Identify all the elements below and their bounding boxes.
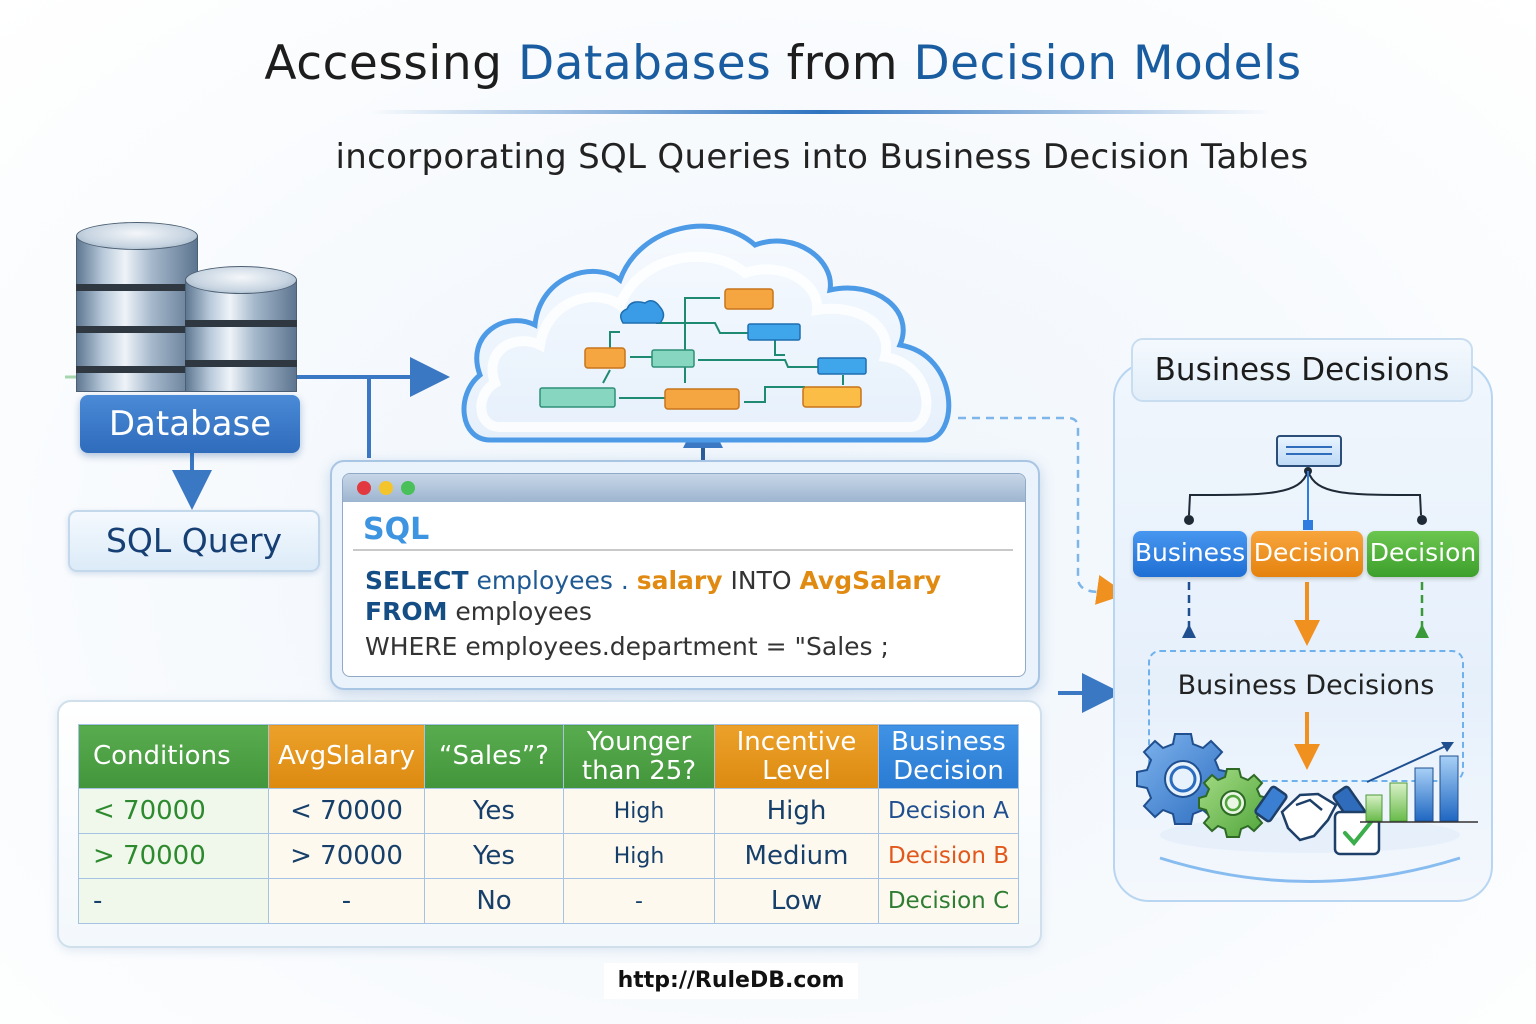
table-cell[interactable]: No xyxy=(424,878,564,924)
cloud-decision-model-icon xyxy=(461,223,952,443)
table-cell[interactable]: High xyxy=(563,788,715,834)
cloud-node-icon xyxy=(620,300,665,324)
table-cell[interactable]: Low xyxy=(714,878,879,924)
business-decisions-dashed-box xyxy=(1148,650,1464,782)
column-header[interactable]: Business Decision xyxy=(878,724,1019,789)
decision-button-orange[interactable]: Decision xyxy=(1251,531,1363,577)
sql-line: FROM employees xyxy=(365,597,592,626)
page-title: Accessing Databases from Decision Models xyxy=(264,36,1302,91)
diagram-node xyxy=(724,288,774,310)
diagram-node xyxy=(664,388,740,410)
diagram-node xyxy=(802,386,862,408)
business-decisions-label: Business Decisions xyxy=(1177,670,1435,701)
table-cell[interactable]: > 70000 xyxy=(78,833,269,879)
table-cell[interactable]: Medium xyxy=(714,833,879,879)
title-highlight: Decision Models xyxy=(913,36,1302,91)
column-header[interactable]: Incentive Level xyxy=(714,724,879,789)
table-cell[interactable]: < 70000 xyxy=(78,788,269,834)
sql-line: WHERE employees.department = "Sales ; xyxy=(365,632,889,661)
column-header[interactable]: Younger than 25? xyxy=(563,724,715,789)
table-cell[interactable]: > 70000 xyxy=(268,833,425,879)
sql-editor-window[interactable]: SQL SELECT employees . salary INTO AvgSa… xyxy=(342,473,1026,677)
column-header[interactable]: Conditions xyxy=(78,724,269,789)
table-cell[interactable]: High xyxy=(563,833,715,879)
diagram-node xyxy=(584,347,626,369)
title-highlight: Databases xyxy=(517,36,772,91)
table-cell[interactable]: - xyxy=(268,878,425,924)
gears-icon xyxy=(1136,733,1268,838)
table-cell[interactable]: - xyxy=(563,878,715,924)
growth-chart-icon xyxy=(1360,742,1478,823)
diagram-node xyxy=(817,357,867,375)
close-window-button[interactable] xyxy=(357,481,371,495)
diagram-node xyxy=(539,387,616,408)
decision-button-green[interactable]: Decision xyxy=(1367,531,1479,577)
sql-line: SELECT employees . salary INTO AvgSalary xyxy=(365,566,942,595)
table-cell[interactable]: < 70000 xyxy=(268,788,425,834)
database-label[interactable]: Database xyxy=(80,395,300,453)
table-cell[interactable]: Decision A xyxy=(878,788,1019,834)
window-titlebar[interactable] xyxy=(343,474,1025,502)
footer-url-link[interactable]: http://RuleDB.com xyxy=(604,963,858,999)
document-node-icon xyxy=(1276,435,1342,467)
business-button[interactable]: Business xyxy=(1133,531,1247,577)
subtitle: incorporating SQL Queries into Business … xyxy=(335,137,1309,177)
table-cell[interactable]: Yes xyxy=(424,833,564,879)
sql-heading: SQL xyxy=(363,512,430,547)
diagram-node xyxy=(651,349,695,368)
cloud-to-decisions-dashed-arrow xyxy=(958,416,1101,594)
table-header-row: Conditions AvgSlalary “Sales”? Younger t… xyxy=(78,724,1019,789)
decision-table: Conditions AvgSlalary “Sales”? Younger t… xyxy=(78,724,1019,924)
table-cell[interactable]: Decision B xyxy=(878,833,1019,879)
title-divider xyxy=(370,110,1270,114)
maximize-window-button[interactable] xyxy=(401,481,415,495)
diagram-node xyxy=(747,323,801,341)
table-cell[interactable]: Decision C xyxy=(878,878,1019,924)
table-cell[interactable]: Yes xyxy=(424,788,564,834)
table-cell[interactable]: - xyxy=(78,878,269,924)
column-header[interactable]: AvgSlalary xyxy=(268,724,425,789)
minimize-window-button[interactable] xyxy=(379,481,393,495)
business-decisions-header: Business Decisions xyxy=(1131,338,1473,402)
divider xyxy=(353,549,1013,551)
sql-query-box[interactable]: SQL Query xyxy=(68,510,320,572)
